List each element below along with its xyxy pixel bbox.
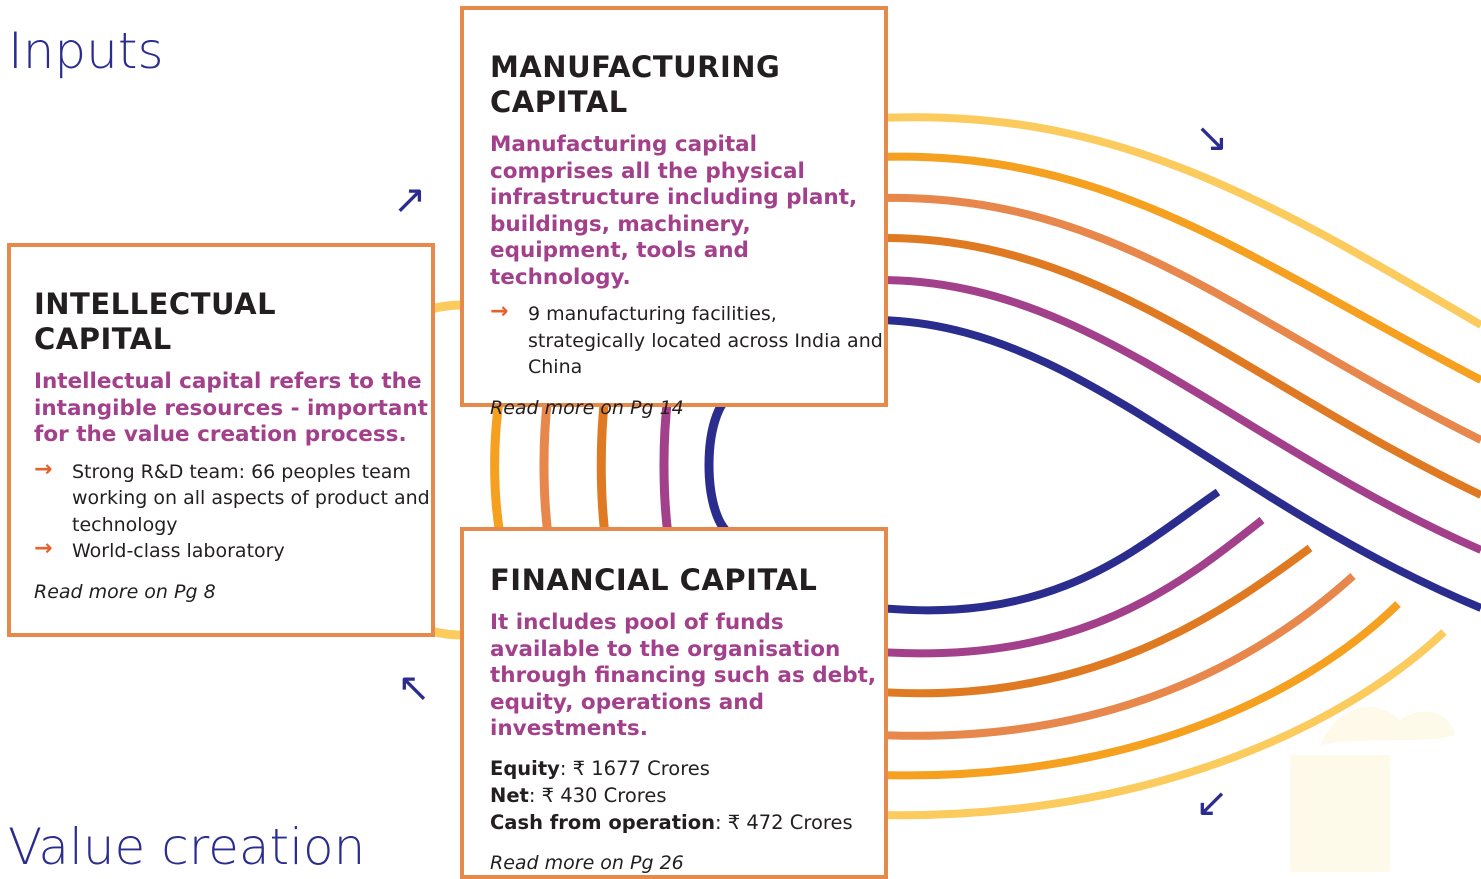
stat-equity: Equity: ₹ 1677 Crores [490, 755, 884, 782]
intellectual-capital-title: INTELLECTUAL CAPITAL [34, 287, 431, 357]
financial-stats: Equity: ₹ 1677 Crores Net: ₹ 430 Crores … [490, 755, 884, 836]
stat-value: : ₹ 430 Crores [528, 783, 667, 807]
title-line-1: INTELLECTUAL [34, 287, 277, 321]
stat-value: : ₹ 472 Crores [715, 810, 853, 834]
read-more-link[interactable]: Read more on Pg 8 [34, 580, 216, 603]
financial-capital-card: FINANCIAL CAPITAL It includes pool of fu… [460, 527, 888, 879]
title-line-1: MANUFACTURING [490, 50, 781, 84]
arrow-right-icon: → [34, 536, 53, 561]
arrow-right-icon: → [34, 456, 53, 482]
arrow-up-right-icon: ↗ [393, 177, 427, 223]
intellectual-capital-card: INTELLECTUAL CAPITAL Intellectual capita… [7, 243, 435, 637]
factory-icon [1290, 707, 1455, 872]
read-more-link[interactable]: Read more on Pg 14 [490, 396, 684, 419]
stat-label: Net [490, 783, 529, 807]
inputs-heading: Inputs [8, 22, 164, 80]
manufacturing-capital-title: MANUFACTURING CAPITAL [490, 50, 884, 120]
list-item: → Strong R&D team: 66 peoples team worki… [34, 456, 431, 539]
stat-cash-from-operation: Cash from operation: ₹ 472 Crores [490, 809, 884, 836]
wave-band-darkorange-top [879, 233, 1481, 499]
read-more-link[interactable]: Read more on Pg 26 [490, 851, 684, 874]
arrow-down-right-icon: ↘ [1195, 115, 1229, 161]
stat-label: Cash from operation [490, 810, 715, 834]
arc-darkorange [596, 394, 610, 536]
list-item: → 9 manufacturing facilities, strategica… [490, 299, 884, 381]
title-line-2: CAPITAL [490, 85, 628, 119]
wave-band-darkorange-bottom [879, 544, 1313, 698]
arrow-down-left-icon: ↙ [1195, 780, 1229, 826]
arc-orange [490, 394, 505, 536]
wave-band-blue-bottom [879, 488, 1221, 615]
arrow-up-left-icon: ↖ [397, 665, 431, 711]
arc-purple [659, 394, 673, 536]
intellectual-capital-bullets: → Strong R&D team: 66 peoples team worki… [34, 456, 431, 565]
intellectual-capital-description: Intellectual capital refers to the intan… [34, 369, 428, 447]
bullet-text: Strong R&D team: 66 peoples team working… [72, 460, 430, 536]
wave-band-orange-bottom [879, 601, 1401, 780]
title-line-2: CAPITAL [34, 322, 172, 356]
stat-net: Net: ₹ 430 Crores [490, 782, 884, 809]
bullet-text: 9 manufacturing facilities, strategicall… [528, 303, 883, 378]
value-creation-heading: Value creation [8, 818, 366, 876]
list-item: → World-class laboratory [34, 536, 431, 565]
wave-band-peach-bottom [879, 573, 1356, 740]
wave-band-purple-bottom [879, 516, 1265, 658]
stat-label: Equity [490, 756, 560, 780]
wave-band-peach-top [879, 193, 1481, 444]
bullet-text: World-class laboratory [72, 540, 285, 562]
wave-band-yellow-bottom [879, 629, 1447, 820]
manufacturing-capital-bullets: → 9 manufacturing facilities, strategica… [490, 299, 884, 381]
wave-band-orange-top [879, 152, 1481, 384]
manufacturing-capital-description: Manufacturing capital comprises all the … [490, 132, 858, 290]
financial-capital-description: It includes pool of funds available to t… [490, 610, 877, 741]
arc-peach [539, 394, 553, 536]
arrow-right-icon: → [490, 299, 509, 324]
manufacturing-capital-card: MANUFACTURING CAPITAL Manufacturing capi… [460, 6, 888, 419]
financial-capital-title: FINANCIAL CAPITAL [490, 563, 818, 597]
wave-band-blue-top [879, 316, 1481, 612]
wave-band-yellow-top [879, 113, 1481, 329]
stat-value: : ₹ 1677 Crores [559, 756, 710, 780]
wave-band-purple-top [879, 276, 1481, 554]
